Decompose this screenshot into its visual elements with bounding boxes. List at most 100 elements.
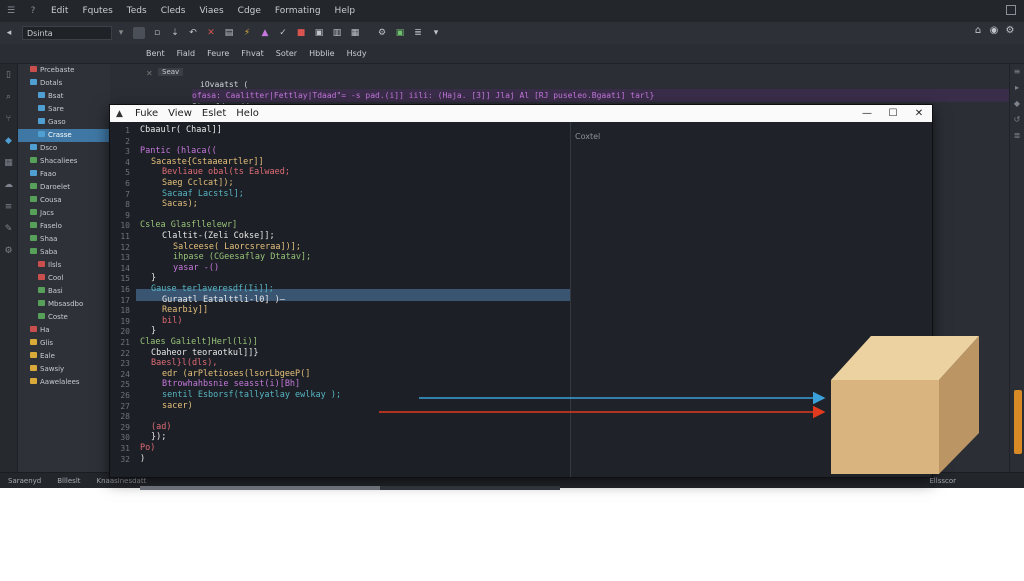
run-icon[interactable]: ⚡ (243, 28, 251, 38)
help-icon[interactable]: ? (30, 6, 36, 16)
tools-icon[interactable]: ✎ (4, 224, 13, 234)
extensions-icon[interactable]: ▦ (4, 158, 13, 168)
menu-help[interactable]: Help (334, 6, 356, 16)
list-icon[interactable]: ≣ (1013, 131, 1021, 140)
tree-item[interactable]: Faao (18, 168, 110, 181)
tab-close-icon[interactable]: ✕ (146, 69, 153, 78)
bookmark-icon[interactable]: ◆ (1013, 99, 1021, 108)
sub-item[interactable]: Hsdy (346, 49, 367, 58)
tree-item[interactable]: Shaa (18, 233, 110, 246)
back-icon[interactable]: ◂ (6, 28, 12, 38)
tree-item[interactable]: Bsat (18, 90, 110, 103)
window-menu-select[interactable]: Eslet (201, 108, 227, 119)
close-icon[interactable]: ✕ (914, 108, 924, 119)
bell-icon[interactable]: ⌂ (974, 25, 982, 36)
tree-item[interactable]: Daroelet (18, 181, 110, 194)
target-icon[interactable]: ▣ (395, 28, 405, 38)
tree-item[interactable]: Prcebaste (18, 64, 110, 77)
sub-item[interactable]: Fhvat (241, 49, 264, 58)
status-left[interactable]: Saraenyd (8, 477, 42, 485)
window-menu-file[interactable]: Fuke (135, 108, 159, 119)
split-divider[interactable] (570, 122, 571, 477)
debug-icon[interactable]: ◆ (5, 136, 12, 146)
menu-cdge[interactable]: Cdge (237, 6, 261, 16)
window-menu-view[interactable]: View (168, 108, 192, 119)
maximize-icon[interactable]: ☐ (888, 108, 898, 119)
outline-icon[interactable]: ≡ (1013, 67, 1021, 76)
layout-icon[interactable]: ▥ (332, 28, 342, 38)
undo-icon[interactable]: ↶ (189, 28, 197, 38)
search-icon[interactable]: ⌕ (5, 92, 12, 102)
tree-item[interactable]: Ilsls (18, 259, 110, 272)
tree-item[interactable]: Basi (18, 285, 110, 298)
stop-icon[interactable]: ■ (296, 28, 306, 38)
tree-item[interactable]: Aawelalees (18, 376, 110, 389)
git-icon[interactable]: ⑂ (5, 114, 12, 124)
minimize-icon[interactable]: — (862, 108, 872, 119)
tree-item[interactable]: Saba (18, 246, 110, 259)
tree-item[interactable]: Sare (18, 103, 110, 116)
config-select[interactable]: Dsinta (22, 26, 112, 40)
account-icon[interactable]: ◉ (989, 25, 999, 36)
save-icon[interactable]: ⇣ (171, 28, 179, 38)
settings-icon[interactable]: ⚙ (4, 246, 13, 256)
tree-item[interactable]: Coste (18, 311, 110, 324)
sub-item[interactable]: Hbblie (309, 49, 335, 58)
cloud-icon[interactable]: ☁ (4, 180, 13, 190)
sub-item[interactable]: Soter (275, 49, 298, 58)
dropdown-chevron-icon[interactable]: ▾ (118, 28, 124, 38)
terminal-icon[interactable]: ▦ (350, 28, 360, 38)
tree-item[interactable]: Sawsiy (18, 363, 110, 376)
tree-item[interactable]: Eale (18, 350, 110, 363)
menu-edit[interactable]: Edit (51, 6, 69, 16)
tree-item[interactable]: Gaso (18, 116, 110, 129)
maximize-icon[interactable] (1006, 5, 1016, 15)
scroll-marker[interactable] (1014, 390, 1022, 454)
sub-item[interactable]: Fiald (176, 49, 196, 58)
status-right[interactable]: Ellsscor (929, 477, 956, 485)
layers-icon[interactable]: ≡ (4, 202, 13, 212)
window-menu-help[interactable]: Helo (236, 108, 259, 119)
build-icon[interactable]: ▤ (224, 28, 234, 38)
tree-item[interactable]: Faselo (18, 220, 110, 233)
file-icon[interactable]: ▯ (6, 70, 11, 80)
tree-item[interactable]: Ha (18, 324, 110, 337)
tag-icon[interactable]: ▸ (1014, 83, 1019, 92)
status-mode[interactable]: Knaaslnesdatt (96, 477, 147, 485)
tree-item[interactable]: Cousa (18, 194, 110, 207)
menu-cleds[interactable]: Cleds (160, 6, 186, 16)
more-chevron-icon[interactable]: ▾ (433, 28, 439, 38)
menu-viaes[interactable]: Viaes (199, 6, 224, 16)
tree-item[interactable]: Mbsasdbo (18, 298, 110, 311)
tree-item[interactable]: Glis (18, 337, 110, 350)
menu-teds[interactable]: Teds (126, 6, 147, 16)
redo-icon[interactable]: ✕ (207, 28, 215, 38)
output-panel: Coxtel (571, 122, 932, 477)
scrollbar-thumb[interactable] (140, 486, 380, 490)
check-icon[interactable]: ✓ (279, 28, 287, 38)
tree-item[interactable]: Shacaliees (18, 155, 110, 168)
debug-icon[interactable]: ▲ (261, 28, 269, 38)
settings-icon[interactable]: ⚙ (1005, 25, 1015, 36)
new-file-icon[interactable]: ▫ (153, 28, 161, 38)
menu-formating[interactable]: Formating (274, 6, 321, 16)
open-icon[interactable] (133, 27, 145, 39)
tree-item[interactable]: Dotals (18, 77, 110, 90)
status-file[interactable]: Bllleslt (57, 477, 81, 485)
horizontal-scrollbar[interactable] (140, 486, 560, 490)
window-titlebar[interactable]: ▲ Fuke View Eslet Helo — ☐ ✕ (110, 105, 932, 122)
tree-item[interactable]: Crasse (18, 129, 110, 142)
history-icon[interactable]: ↺ (1013, 115, 1021, 124)
menu-fqutes[interactable]: Fqutes (82, 6, 113, 16)
sub-item[interactable]: Feure (207, 49, 230, 58)
sub-item[interactable]: Bent (146, 49, 165, 58)
tree-item[interactable]: Jacs (18, 207, 110, 220)
tree-item[interactable]: Dsco (18, 142, 110, 155)
view-icon[interactable]: ▣ (314, 28, 324, 38)
app-menu-icon[interactable]: ☰ (6, 6, 16, 16)
editor-tab[interactable]: Seav (158, 68, 184, 76)
stack-icon[interactable]: ≣ (414, 28, 422, 38)
settings-icon[interactable]: ⚙ (377, 28, 387, 38)
tree-item[interactable]: Cool (18, 272, 110, 285)
